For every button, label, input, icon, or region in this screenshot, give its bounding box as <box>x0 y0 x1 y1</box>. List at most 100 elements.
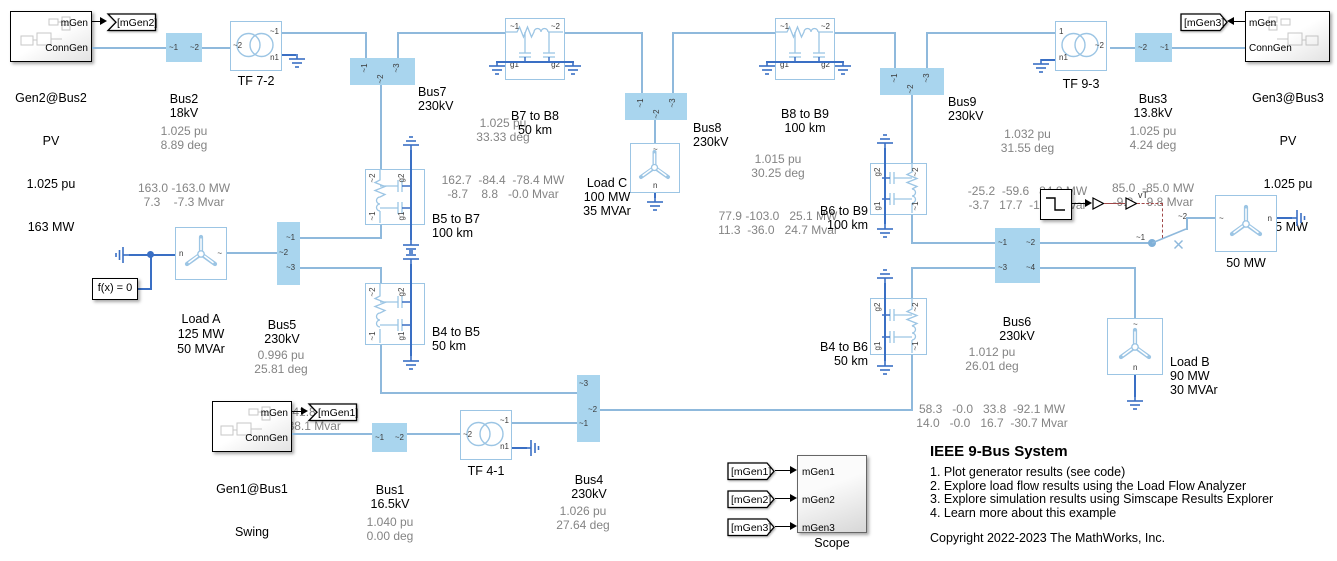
line-b6b9-block[interactable]: g2 ~2 g1 ~1 <box>870 163 927 215</box>
breaker-junction-dot[interactable] <box>1148 239 1156 247</box>
wire[interactable] <box>292 433 372 435</box>
wire[interactable] <box>600 409 913 411</box>
wire[interactable] <box>911 242 995 244</box>
wire[interactable] <box>911 267 995 269</box>
signal-line[interactable] <box>775 470 790 472</box>
electrical-reference-icon[interactable] <box>402 240 420 256</box>
wire[interactable] <box>380 225 382 239</box>
wire[interactable] <box>835 32 896 34</box>
physical-signal-line[interactable] <box>1104 203 1125 205</box>
signal-line[interactable] <box>1072 203 1085 205</box>
wire[interactable] <box>512 447 527 449</box>
ground-bus-wire[interactable] <box>884 283 886 361</box>
ground-bus-wire[interactable] <box>766 61 844 63</box>
wire[interactable] <box>92 47 166 49</box>
wire[interactable] <box>227 252 277 254</box>
load-a-block[interactable]: n ~ <box>175 227 227 280</box>
electrical-reference-icon[interactable] <box>288 54 306 70</box>
electrical-reference-icon[interactable] <box>1032 59 1050 75</box>
wire[interactable] <box>380 392 578 394</box>
wire[interactable] <box>911 267 913 298</box>
goto-tag-mgen1[interactable]: [mGen1] <box>307 403 358 422</box>
bus3-block[interactable]: ~2 ~1 <box>1135 33 1172 62</box>
signal-line[interactable] <box>292 411 301 413</box>
wire[interactable] <box>138 288 151 290</box>
wire[interactable] <box>407 433 460 435</box>
load-b-block[interactable]: ~ n <box>1107 318 1163 375</box>
bus2-block[interactable]: ~1 ~2 <box>166 33 202 62</box>
wire[interactable] <box>672 32 775 34</box>
wire[interactable] <box>397 32 399 58</box>
wire[interactable] <box>1186 217 1215 219</box>
wire[interactable] <box>1040 267 1136 269</box>
electrical-reference-icon[interactable] <box>876 267 894 283</box>
bus4-block[interactable] <box>577 375 600 442</box>
electrical-reference-icon[interactable] <box>402 248 420 264</box>
bus5-block[interactable] <box>277 222 300 285</box>
wire[interactable] <box>1277 217 1292 219</box>
electrical-reference-icon[interactable] <box>1126 396 1144 412</box>
goto-tag-mgen3[interactable]: [mGen3] <box>1180 13 1228 32</box>
gen2-subsystem-block[interactable]: mGen ConnGen <box>10 11 92 62</box>
wire[interactable] <box>911 95 913 163</box>
electrical-reference-icon[interactable] <box>402 356 420 372</box>
wire[interactable] <box>1134 267 1136 318</box>
signal-line[interactable] <box>775 526 790 528</box>
wire[interactable] <box>654 193 656 198</box>
electrical-reference-icon[interactable] <box>758 61 776 77</box>
electrical-reference-icon[interactable] <box>876 361 894 377</box>
control-signal-dashed[interactable] <box>1162 203 1163 238</box>
wire[interactable] <box>512 422 578 424</box>
wire[interactable] <box>894 32 896 68</box>
wire[interactable] <box>1186 217 1188 230</box>
electrical-reference-icon[interactable] <box>646 197 664 213</box>
from-tag-mgen3[interactable]: [mGen3] <box>727 518 775 537</box>
ground-bus-wire[interactable] <box>410 264 412 356</box>
bus1-block[interactable]: ~1 ~2 <box>372 423 407 452</box>
wire[interactable] <box>380 85 382 169</box>
signal-line[interactable] <box>1234 21 1245 23</box>
control-signal-dashed[interactable] <box>1137 203 1163 204</box>
wire[interactable] <box>380 345 382 393</box>
bus6-block[interactable] <box>995 228 1040 283</box>
wire[interactable] <box>300 237 382 239</box>
simulink-ps-converter-icon[interactable] <box>1092 197 1105 210</box>
gen1-subsystem-block[interactable]: mGen ConnGen <box>212 401 292 452</box>
ground-bus-wire[interactable] <box>884 148 886 224</box>
wire[interactable] <box>380 267 382 283</box>
wire[interactable] <box>282 32 367 34</box>
ground-bus-wire[interactable] <box>410 150 412 240</box>
line-b7b8-block[interactable]: ~1 ~2 g1 g2 <box>505 18 565 80</box>
line-b4b6-block[interactable]: g2 ~2 g1 ~1 <box>870 298 927 355</box>
line-b4b5-block[interactable]: ~2 g2 ~1 g1 <box>365 283 425 345</box>
transformer-tf41-block[interactable]: ~2 ~1 n1 <box>460 410 512 460</box>
wire[interactable] <box>300 267 382 269</box>
wire[interactable] <box>397 32 505 34</box>
electrical-reference-icon[interactable] <box>876 224 894 240</box>
open-contact-x-icon[interactable] <box>1172 238 1185 251</box>
electrical-reference-icon[interactable] <box>834 61 852 77</box>
ground-bus-wire[interactable] <box>496 61 574 63</box>
wire[interactable] <box>926 32 1055 34</box>
wire[interactable] <box>926 32 928 68</box>
electrical-reference-icon[interactable] <box>1292 209 1308 227</box>
wire[interactable] <box>654 120 656 143</box>
from-tag-mgen1[interactable]: [mGen1] <box>727 462 775 481</box>
signal-line[interactable] <box>92 21 100 23</box>
electrical-reference-icon[interactable] <box>488 61 506 77</box>
wire[interactable] <box>1172 47 1245 49</box>
transformer-tf72-block[interactable]: ~2 ~1 n1 <box>230 21 282 71</box>
electrical-reference-icon[interactable] <box>876 132 894 148</box>
wire[interactable] <box>672 32 674 93</box>
wire[interactable] <box>202 47 230 49</box>
scope-block[interactable]: mGen1 mGen2 mGen3 <box>797 455 867 534</box>
wire[interactable] <box>911 215 913 243</box>
from-tag-mgen2[interactable]: [mGen2] <box>727 490 775 509</box>
ps-converter-icon[interactable] <box>1125 197 1138 210</box>
load-c-block[interactable]: ~ n <box>630 143 680 193</box>
wire[interactable] <box>641 32 643 93</box>
wire[interactable] <box>911 355 913 411</box>
wire[interactable] <box>365 32 367 58</box>
electrical-reference-icon[interactable] <box>112 246 129 264</box>
goto-tag-mgen2[interactable]: [mGen2] <box>106 13 157 32</box>
